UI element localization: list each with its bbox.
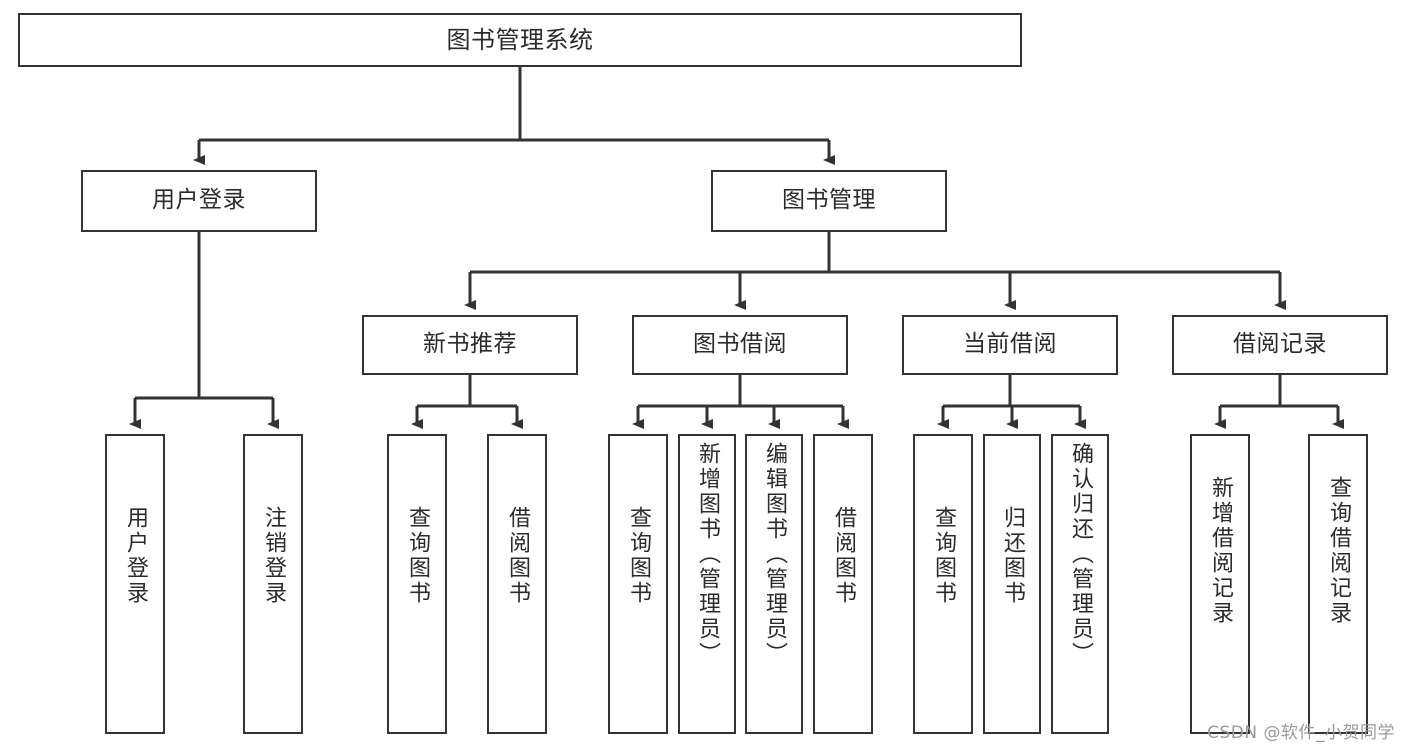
leaf-logout-login[interactable]: 注销登录 — [243, 434, 303, 734]
leaf-query-book-current[interactable]: 查询图书 — [913, 434, 973, 734]
leaf-confirm-return-admin[interactable]: 确认归还（管理员） — [1051, 434, 1109, 734]
node-book-management[interactable]: 图书管理 — [711, 170, 947, 232]
node-label: 查询图书 — [405, 506, 430, 606]
node-label: 当前借阅 — [963, 331, 1057, 358]
leaf-user-login[interactable]: 用户登录 — [105, 434, 165, 734]
node-label: 新书推荐 — [423, 331, 517, 358]
node-label: 用户登录 — [123, 506, 148, 606]
node-label: 图书管理 — [782, 187, 876, 214]
node-label: 借阅记录 — [1233, 331, 1327, 358]
node-label: 编辑图书（管理员） — [762, 442, 787, 667]
node-label: 用户登录 — [152, 187, 246, 214]
node-label: 借阅图书 — [831, 506, 856, 606]
node-label: 查询图书 — [626, 506, 651, 606]
node-root-system[interactable]: 图书管理系统 — [18, 13, 1022, 67]
node-label: 查询图书 — [931, 506, 956, 606]
leaf-borrow-book[interactable]: 借阅图书 — [813, 434, 873, 734]
watermark-credit: CSDN @软件_小贺同学 — [1207, 723, 1395, 743]
node-user-login[interactable]: 用户登录 — [81, 170, 317, 232]
leaf-query-book-recommend[interactable]: 查询图书 — [387, 434, 447, 734]
node-label: 新增借阅记录 — [1208, 476, 1233, 626]
node-label: 确认归还（管理员） — [1068, 442, 1093, 667]
node-label: 图书借阅 — [693, 331, 787, 358]
node-book-borrow[interactable]: 图书借阅 — [632, 315, 848, 375]
leaf-add-book-admin[interactable]: 新增图书（管理员） — [678, 434, 736, 734]
node-new-book-recommend[interactable]: 新书推荐 — [362, 315, 578, 375]
node-label: 查询借阅记录 — [1326, 476, 1351, 626]
leaf-query-borrow-record[interactable]: 查询借阅记录 — [1308, 434, 1368, 734]
node-current-borrow[interactable]: 当前借阅 — [902, 315, 1118, 375]
leaf-query-book-borrow[interactable]: 查询图书 — [608, 434, 668, 734]
node-label: 注销登录 — [261, 506, 286, 606]
node-borrow-records[interactable]: 借阅记录 — [1172, 315, 1388, 375]
node-label: 借阅图书 — [505, 506, 530, 606]
leaf-borrow-book-recommend[interactable]: 借阅图书 — [487, 434, 547, 734]
node-label: 图书管理系统 — [446, 25, 594, 54]
leaf-edit-book-admin[interactable]: 编辑图书（管理员） — [745, 434, 803, 734]
leaf-return-book[interactable]: 归还图书 — [983, 434, 1041, 734]
node-label: 归还图书 — [1000, 506, 1025, 606]
node-label: 新增图书（管理员） — [695, 442, 720, 667]
leaf-add-borrow-record[interactable]: 新增借阅记录 — [1190, 434, 1250, 734]
